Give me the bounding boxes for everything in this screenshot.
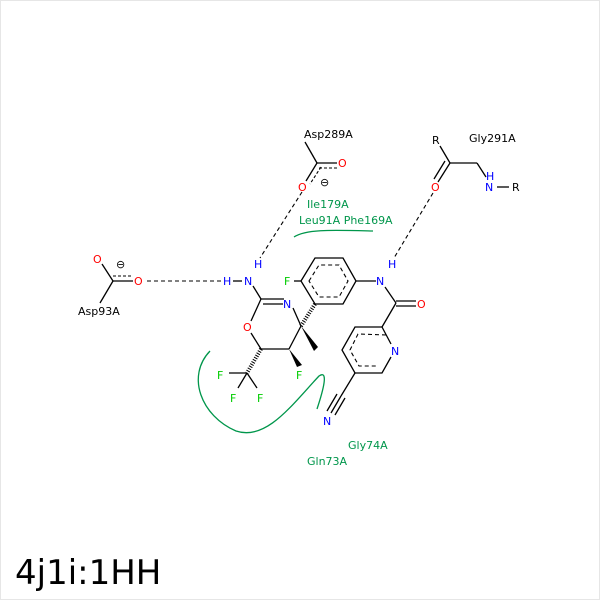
atom-N: N [283, 298, 291, 311]
pyridine-ring: N N [323, 326, 399, 428]
atom-F: F [230, 392, 236, 405]
residue-gly291: R Gly291A O H N R [431, 132, 520, 194]
residue-label-gly74: Gly74A [348, 439, 388, 452]
atom-O: O [93, 253, 102, 266]
residue-label-gln73: Gln73A [307, 455, 348, 468]
diagram-title: 4j1i:1HH [15, 553, 162, 593]
hbond-asp289 [259, 191, 303, 259]
residue-label-asp289: Asp289A [304, 128, 353, 141]
atom-O: O [134, 275, 143, 288]
atom-N: N [244, 275, 252, 288]
atom-R: R [512, 181, 520, 194]
hydrophobic-arc-top [293, 229, 374, 238]
atom-F: F [296, 369, 302, 382]
atom-H: H [223, 275, 231, 288]
atom-O: O [298, 181, 307, 194]
atom-R: R [432, 134, 440, 147]
residue-label-ile179: Ile179A [307, 198, 349, 211]
atom-O: O [338, 157, 347, 170]
atom-O: O [243, 321, 252, 334]
atom-F: F [217, 369, 223, 382]
atom-N: N [376, 275, 384, 288]
atom-H: H [388, 258, 396, 271]
atom-O: O [431, 181, 440, 194]
atom-N: N [391, 345, 399, 358]
atom-F: F [257, 392, 263, 405]
atom-N: N [323, 415, 331, 428]
atom-F: F [284, 275, 290, 288]
atom-H: H [254, 258, 262, 271]
charge-minus: ⊖ [320, 176, 329, 189]
residue-label-gly291: Gly291A [469, 132, 516, 145]
atom-H: H [486, 170, 494, 183]
residue-asp93: O ⊖ O Asp93A [78, 253, 143, 318]
residue-asp289: Asp289A O O ⊖ [298, 128, 353, 194]
residue-label-asp93: Asp93A [78, 305, 120, 318]
oxazine-ring: N O F F F F [217, 298, 318, 405]
residue-label-leu91-phe169: Leu91A Phe169A [299, 214, 393, 227]
fluorophenyl-ring: F [284, 257, 376, 305]
atom-O: O [417, 298, 426, 311]
hydrophobic-arc-bottom [197, 350, 325, 434]
hbond-gly291 [393, 192, 434, 259]
charge-minus: ⊖ [116, 258, 125, 271]
atom-N: N [485, 181, 493, 194]
